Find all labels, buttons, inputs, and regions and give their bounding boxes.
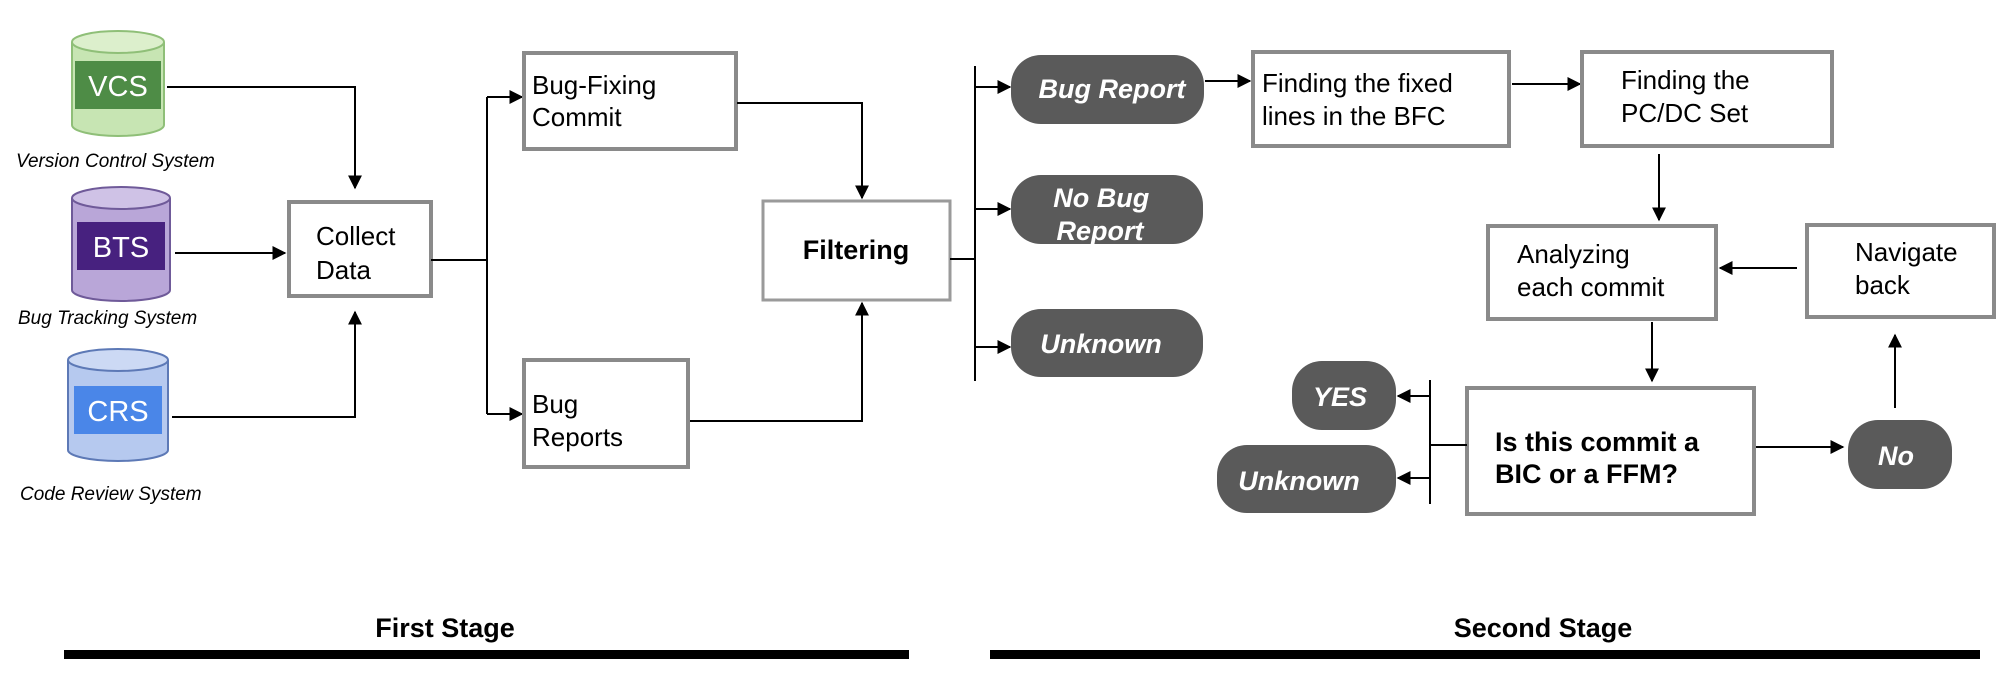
second-stage-label: Second Stage: [1454, 613, 1633, 643]
vcs-badge-label: VCS: [88, 71, 148, 103]
no-pill-label: No: [1878, 441, 1914, 471]
second-stage-bar: [990, 650, 1980, 659]
unknown-pill-first: [1011, 309, 1203, 377]
no-bug-report-line-2: Report: [1057, 216, 1145, 246]
yes-pill-label: YES: [1313, 382, 1367, 412]
finding-pc-dc-box: [1580, 50, 1834, 148]
navigate-back-line-2: back: [1855, 270, 1911, 300]
is-bic-question-line-2: BIC or a FFM?: [1495, 459, 1678, 489]
filtering-label: Filtering: [803, 235, 910, 265]
vcs-to-collect-arrow: [167, 86, 362, 190]
analyzing-commit-label: Analyzing each commit: [1517, 239, 1665, 302]
bug-fixing-commit-label: Bug-Fixing Commit: [532, 70, 664, 132]
collect-data-line-2: Data: [316, 255, 371, 285]
navigate-back-box: [1805, 223, 1996, 319]
no-bug-report-pill: [1011, 175, 1203, 244]
finding-fixed-lines-label: Finding the fixed lines in the BFC: [1262, 68, 1460, 131]
bug-reports-label: Bug Reports: [532, 389, 623, 452]
unknown-pill-second: [1217, 445, 1396, 513]
is-bic-question-box: [1465, 386, 1756, 516]
bug-report-pill: [1011, 55, 1204, 124]
navigate-back-label: Navigate back: [1855, 237, 1965, 300]
unknown-pill-second-label: Unknown: [1238, 466, 1360, 496]
bts-badge: [77, 222, 165, 270]
navigate-back-line-1: Navigate: [1855, 237, 1958, 267]
bug-fixing-commit-box: [522, 51, 738, 151]
is-bic-question-line-1: Is this commit a: [1495, 427, 1700, 457]
crs-badge: [74, 386, 162, 434]
no-pill: [1848, 420, 1952, 489]
vcs-badge: [75, 61, 161, 109]
yes-pill: [1292, 361, 1396, 430]
bug-fixing-commit-line-2: Commit: [532, 102, 622, 132]
bug-reports-to-filtering-arrow: [690, 301, 869, 422]
bug-reports-box: [522, 358, 690, 469]
no-bug-report-line-1: No Bug: [1053, 183, 1149, 213]
finding-fixed-lines-line-2: lines in the BFC: [1262, 101, 1446, 131]
collect-data-line-1: Collect: [316, 221, 396, 251]
vcs-caption: Version Control System: [16, 151, 215, 172]
bts-badge-label: BTS: [93, 232, 149, 264]
finding-fixed-lines-box: [1251, 50, 1511, 148]
finding-pc-dc-line-2: PC/DC Set: [1621, 98, 1749, 128]
analyzing-commit-line-1: Analyzing: [1517, 239, 1630, 269]
filtering-box: [761, 199, 952, 302]
is-bic-question-label: Is this commit a BIC or a FFM?: [1495, 427, 1707, 489]
collect-data-box: [287, 200, 433, 298]
first-stage-label: First Stage: [375, 613, 515, 643]
vcs-cylinder-top: [71, 30, 165, 54]
finding-pc-dc-label: Finding the PC/DC Set: [1621, 65, 1757, 128]
analyzing-commit-box: [1486, 224, 1718, 321]
bfc-to-filtering-arrow: [737, 102, 869, 200]
bts-cylinder-top: [71, 186, 171, 210]
finding-pc-dc-line-1: Finding the: [1621, 65, 1750, 95]
bts-cylinder: BTS: [71, 186, 171, 302]
first-stage-bar: [64, 650, 909, 659]
analyzing-commit-line-2: each commit: [1517, 272, 1665, 302]
crs-to-collect-arrow: [172, 310, 362, 418]
crs-cylinder-top: [67, 348, 169, 372]
bts-caption: Bug Tracking System: [18, 308, 197, 329]
collect-data-label: Collect Data: [316, 221, 403, 285]
crs-badge-label: CRS: [87, 396, 148, 428]
bug-report-pill-label: Bug Report: [1039, 74, 1187, 104]
no-bug-report-pill-label: No Bug Report: [1053, 183, 1157, 246]
crs-caption: Code Review System: [20, 484, 202, 505]
crs-cylinder: CRS: [67, 348, 169, 462]
bug-reports-line-2: Reports: [532, 422, 623, 452]
bug-reports-line-1: Bug: [532, 389, 578, 419]
finding-fixed-lines-line-1: Finding the fixed: [1262, 68, 1453, 98]
unknown-pill-first-label: Unknown: [1040, 329, 1162, 359]
bug-fixing-commit-line-1: Bug-Fixing: [532, 70, 656, 100]
vcs-cylinder: VCS: [71, 30, 165, 137]
